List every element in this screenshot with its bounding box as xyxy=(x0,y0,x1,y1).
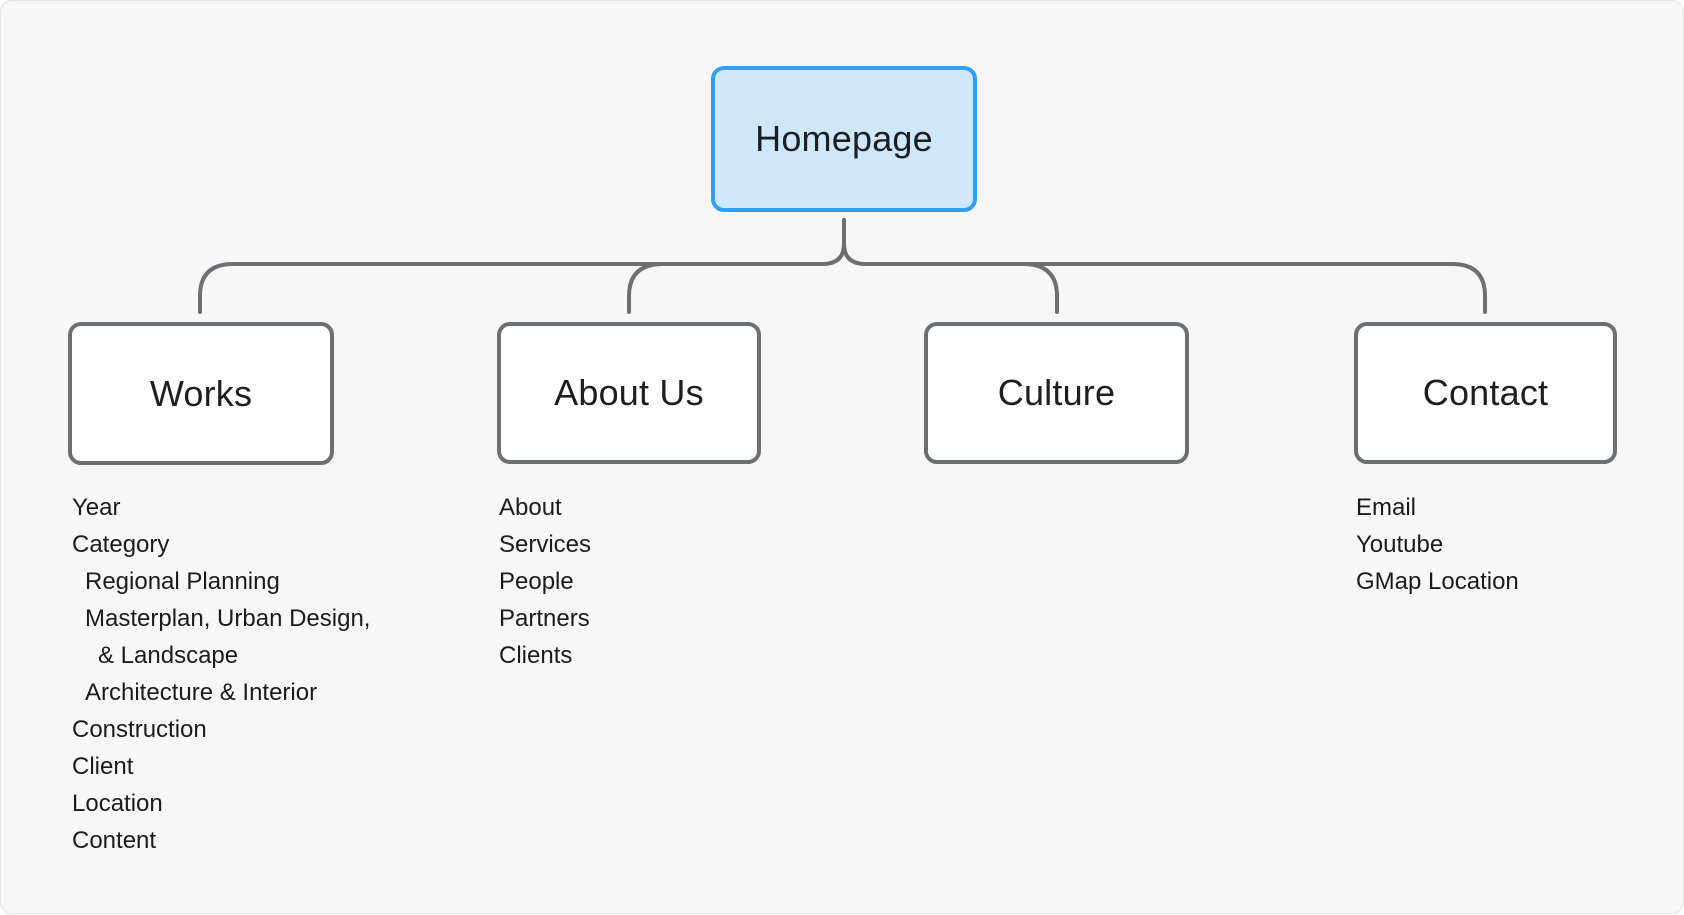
list-item: Client xyxy=(72,753,134,780)
node-about-us[interactable]: About Us xyxy=(497,322,761,464)
node-contact-label: Contact xyxy=(1422,372,1549,413)
list-item: About xyxy=(499,494,562,521)
node-works[interactable]: Works xyxy=(68,322,334,465)
list-item: Year xyxy=(72,494,121,521)
node-culture[interactable]: Culture xyxy=(924,322,1189,464)
list-item: Architecture & Interior xyxy=(85,679,318,706)
node-about-us-label: About Us xyxy=(554,372,704,413)
node-homepage[interactable]: Homepage xyxy=(711,66,977,212)
node-contact[interactable]: Contact xyxy=(1354,322,1617,464)
list-item: Clients xyxy=(499,642,573,669)
list-item: Regional Planning xyxy=(85,568,280,595)
connector-root-to-works xyxy=(198,218,846,314)
list-item: Services xyxy=(499,531,592,558)
connector-root-to-contact xyxy=(842,218,1487,314)
connector-branch-culture xyxy=(1021,262,1059,314)
list-item: Email xyxy=(1356,494,1417,521)
connector-branch-about xyxy=(627,262,665,314)
node-works-label: Works xyxy=(149,372,253,414)
list-item: Construction xyxy=(72,716,207,743)
list-item: GMap Location xyxy=(1356,568,1519,595)
node-homepage-label: Homepage xyxy=(755,118,933,159)
list-item: Masterplan, Urban Design, xyxy=(85,605,371,632)
list-item: Youtube xyxy=(1356,531,1444,558)
list-item: Location xyxy=(72,790,163,817)
node-culture-label: Culture xyxy=(997,372,1116,413)
list-item: People xyxy=(499,568,574,595)
list-item: Category xyxy=(72,531,170,558)
list-item: Content xyxy=(72,827,157,854)
list-item: & Landscape xyxy=(98,642,239,669)
list-item: Partners xyxy=(499,605,590,632)
